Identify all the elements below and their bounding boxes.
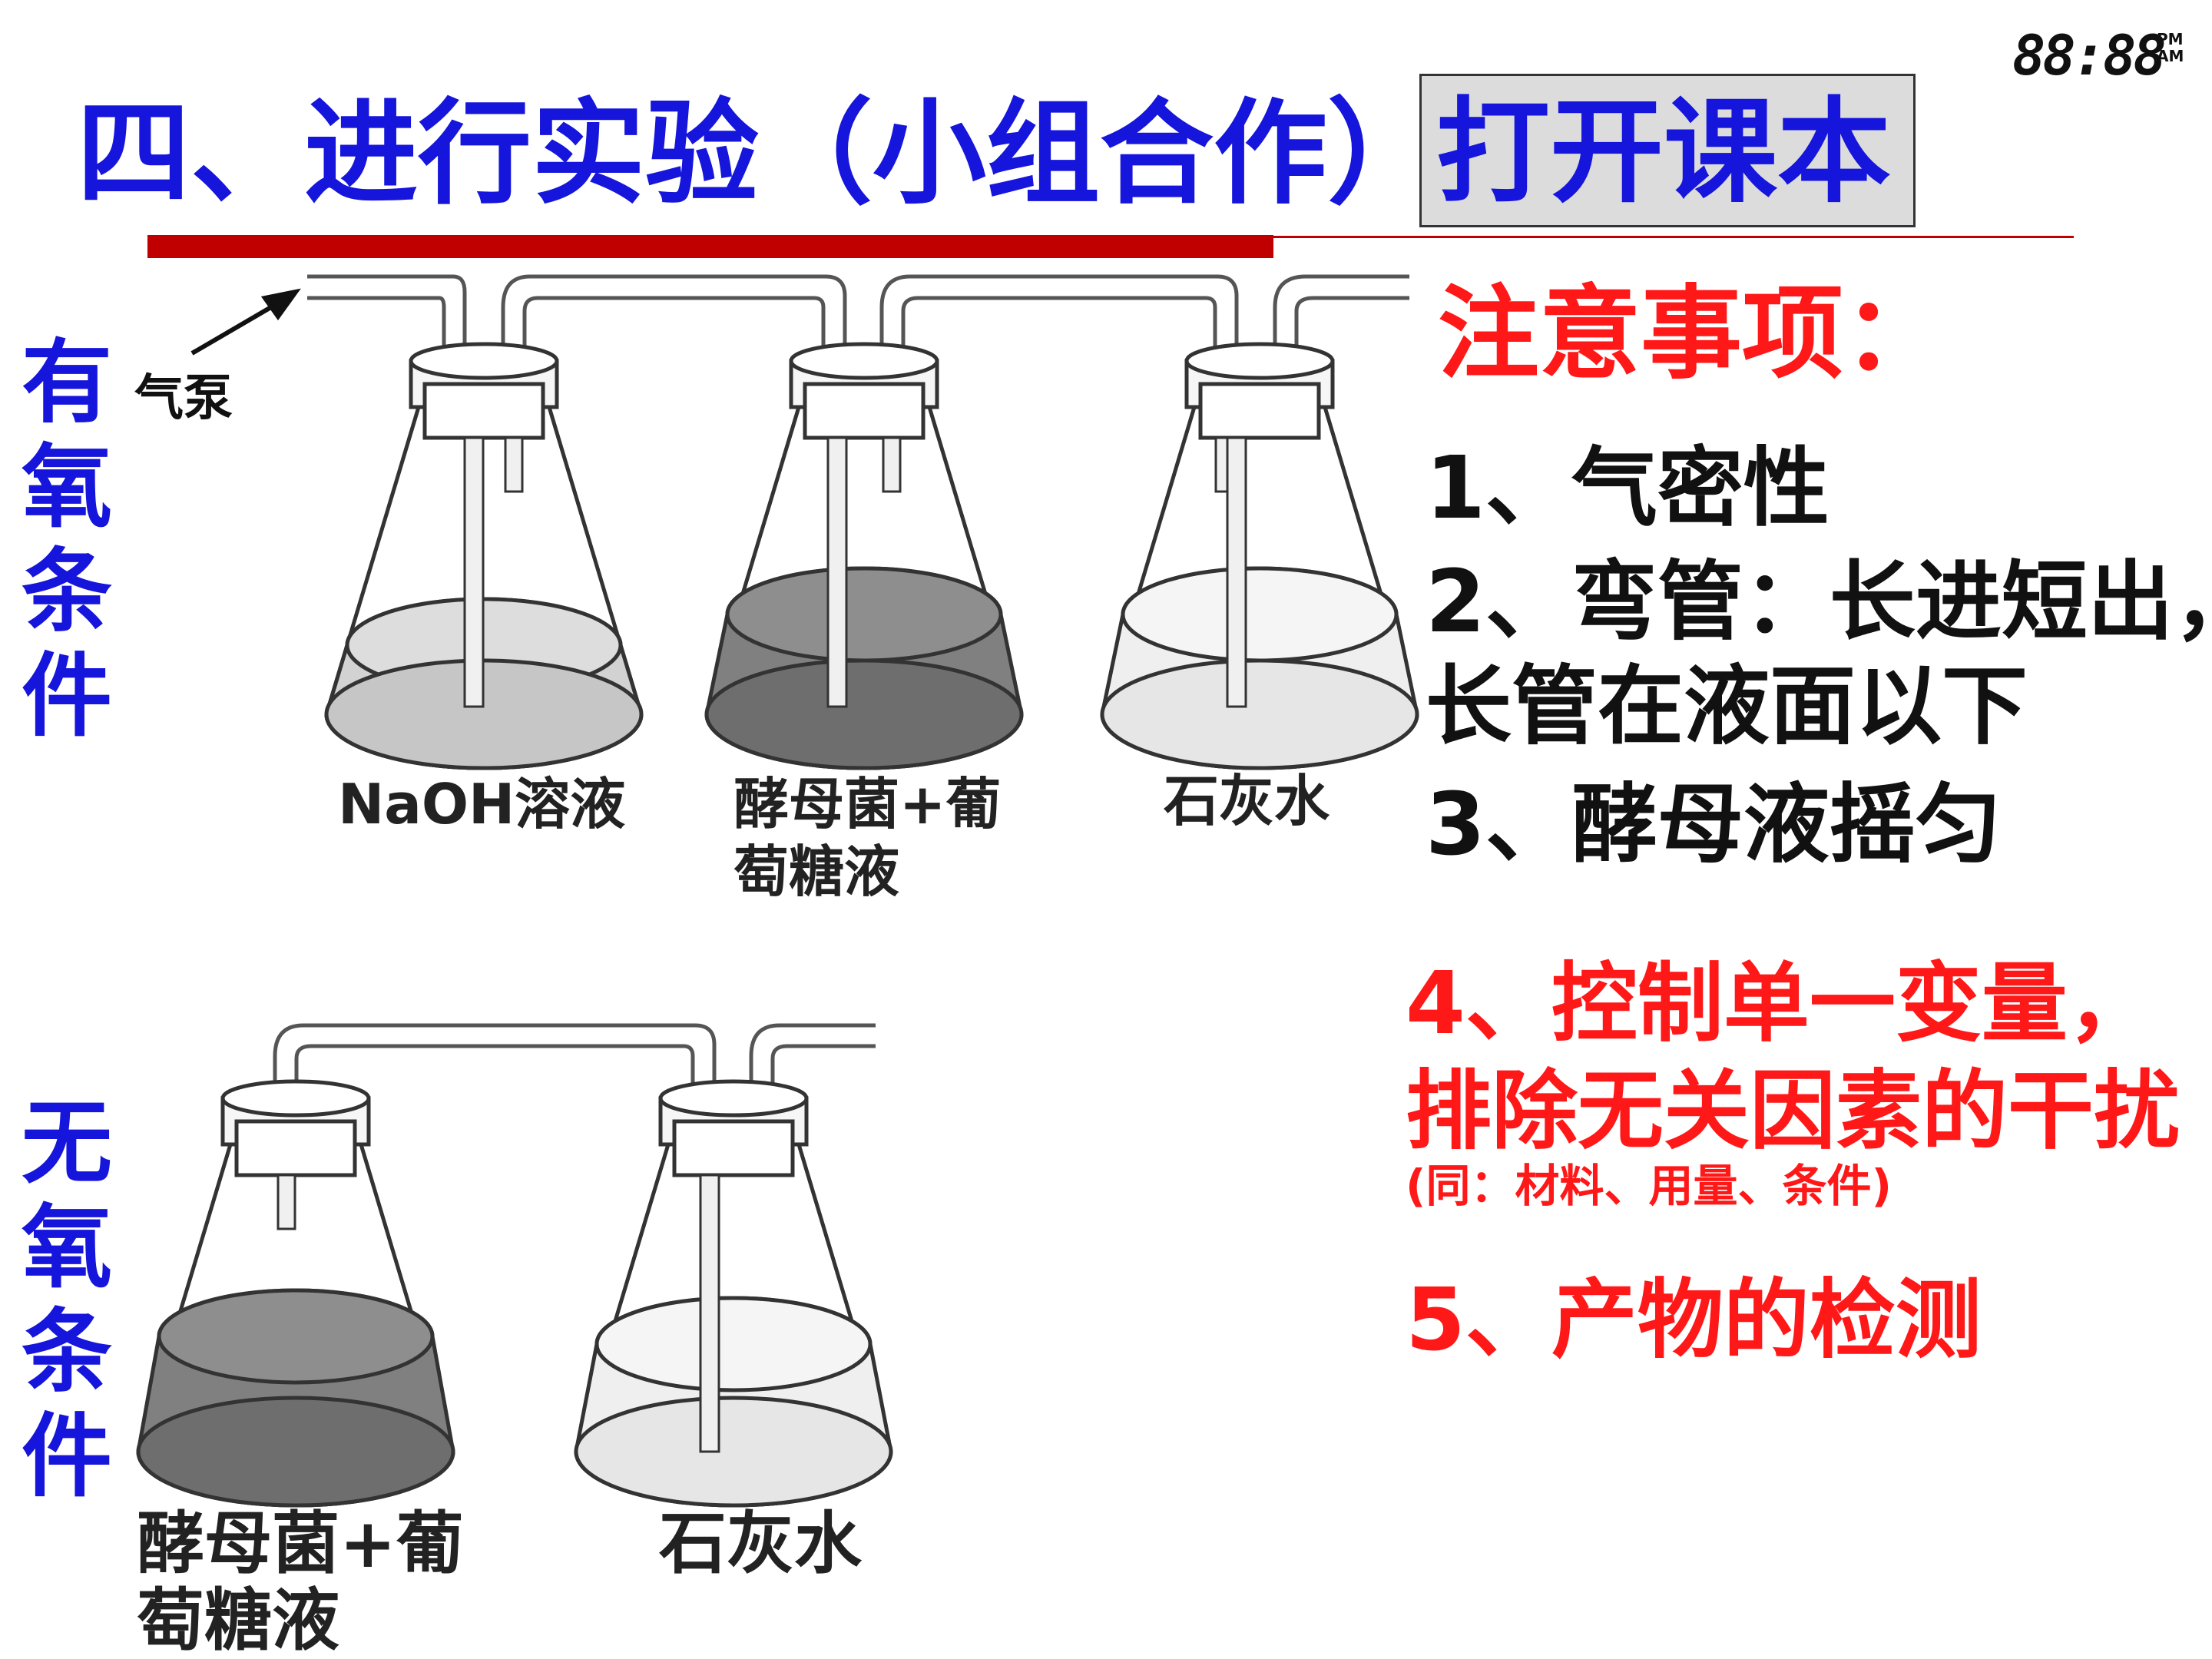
aerobic-condition-label: 有 氧 条 件: [22, 329, 113, 749]
open-book-button-label[interactable]: 打开课本: [1436, 86, 1891, 218]
clock-ampm: PM AM: [2157, 31, 2184, 65]
flask-label-naoh: NaOH溶液: [338, 772, 625, 836]
anaerobic-flask-limewater: [574, 1079, 893, 1508]
clock-am: AM: [2157, 47, 2184, 65]
flask-label-yeast-line2: 萄糖液: [733, 839, 899, 904]
note-item-3: 3、酵母液摇匀: [1426, 775, 2002, 875]
aerobic-flask-yeast: [704, 342, 1024, 770]
note-item-4-line2: 排除无关因素的干扰: [1406, 1061, 2180, 1161]
note-item-4-sub: (同：材料、用量、条件): [1406, 1160, 1892, 1212]
anaerobic-label-yeast-line2: 萄糖液: [137, 1581, 339, 1659]
note-item-2-line2: 长管在液面以下: [1426, 657, 2028, 757]
aerobic-flask-naoh: [324, 342, 644, 770]
clock-display: 88:88: [2012, 23, 2167, 88]
flask-label-yeast-line1: 酵母菌+葡: [733, 772, 1001, 836]
aerobic-flask-limewater: [1100, 342, 1419, 770]
note-item-4-line1: 4、控制单一变量，: [1406, 954, 2154, 1054]
anaerobic-label-yeast-line1: 酵母菌+葡: [137, 1504, 464, 1583]
flask-label-limewater: 石灰水: [1164, 769, 1330, 833]
page-title: 四、进行实验（小组合作）: [77, 88, 1441, 220]
title-underline-thin: [1273, 236, 2074, 238]
anaerobic-condition-label: 无 氧 条 件: [22, 1090, 113, 1509]
note-item-1: 1、气密性: [1426, 439, 1830, 538]
anaerobic-tubing: [273, 1023, 876, 1091]
pump-label: 气泵: [134, 370, 233, 427]
anaerobic-label-limewater: 石灰水: [659, 1504, 863, 1583]
pump-arrow: [190, 288, 301, 356]
clock-pm: PM: [2157, 30, 2184, 48]
title-underline-bar: [147, 235, 1273, 258]
notes-title: 注意事项：: [1438, 275, 1945, 393]
note-item-2-line1: 2、弯管：长进短出，: [1426, 552, 2212, 652]
anaerobic-flask-yeast: [136, 1079, 455, 1508]
note-item-5: 5、产物的检测: [1406, 1270, 1982, 1370]
open-book-button[interactable]: [1419, 74, 1916, 227]
aerobic-tubing: [307, 274, 1409, 349]
